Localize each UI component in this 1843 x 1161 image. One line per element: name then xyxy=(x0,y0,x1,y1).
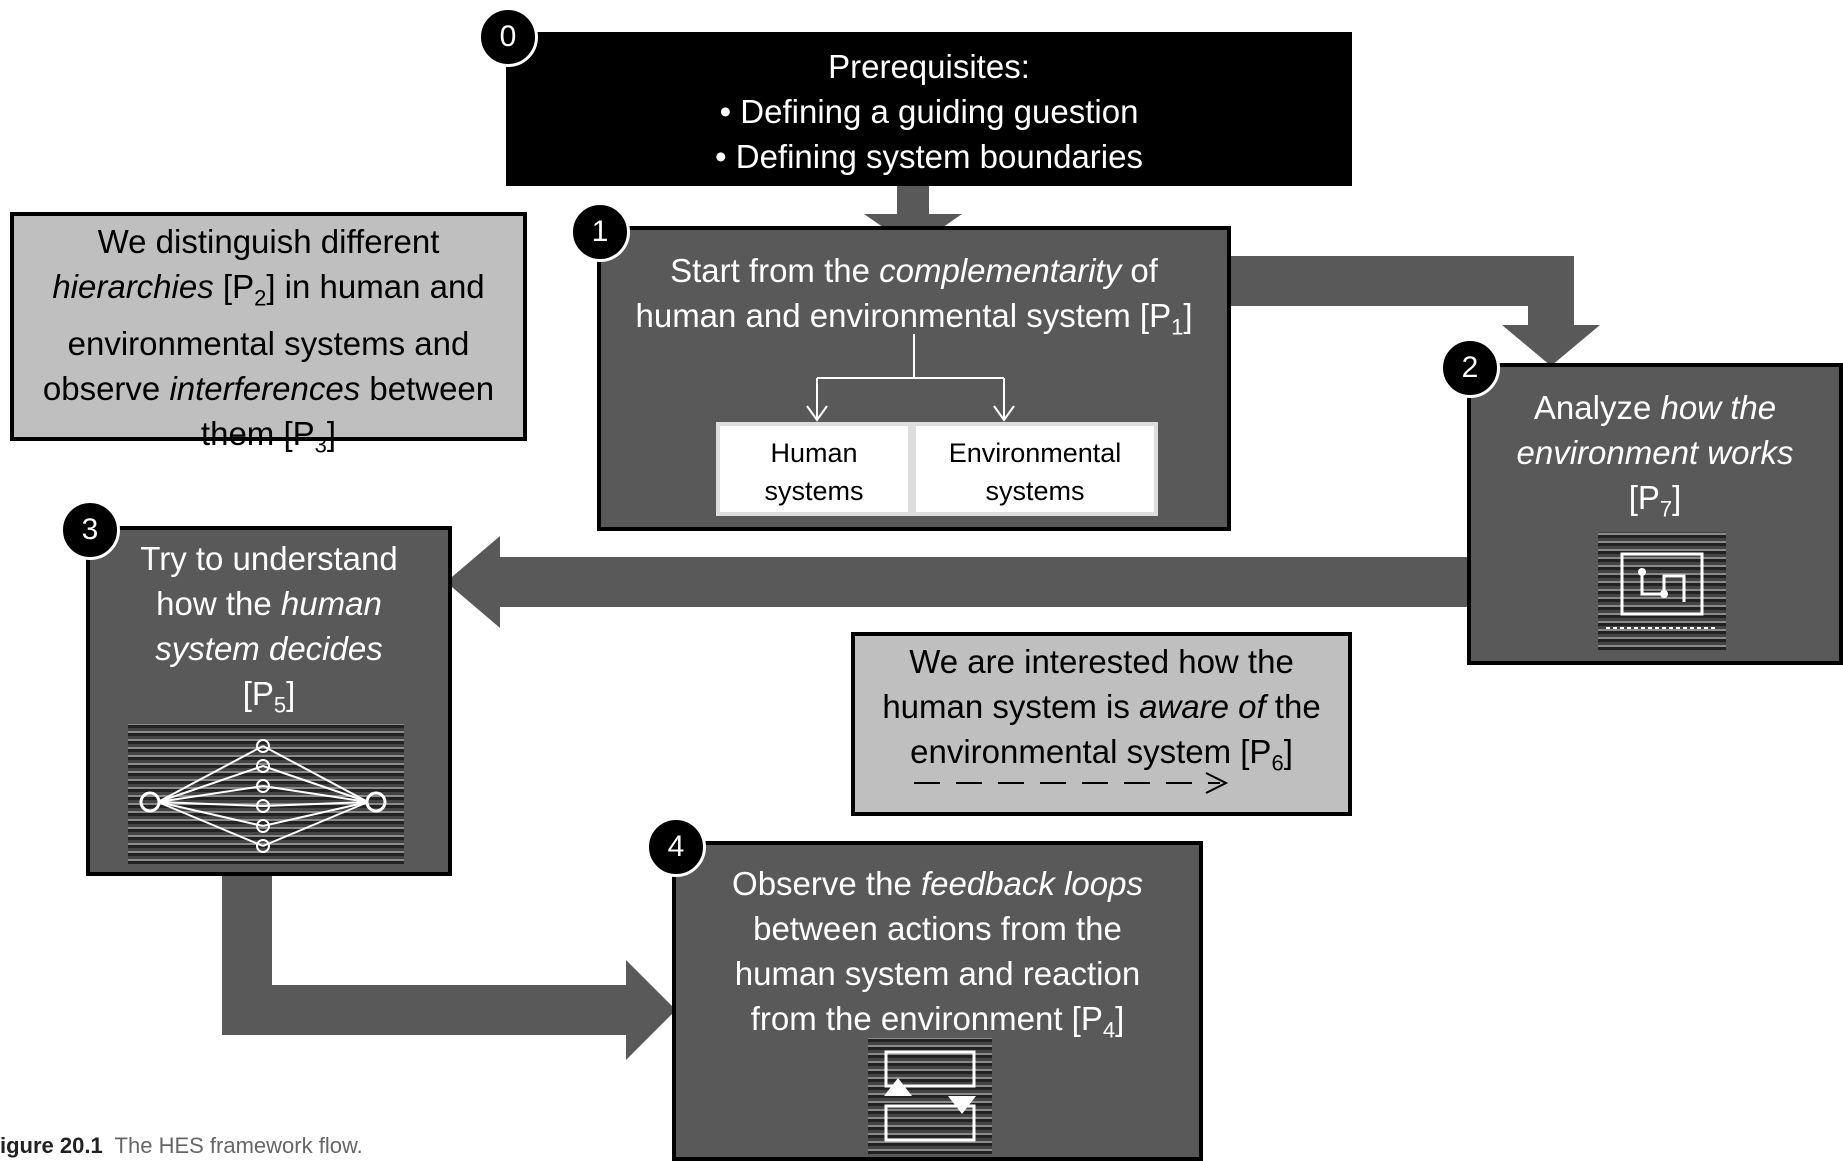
prerequisite-item: • Defining system boundaries xyxy=(715,138,1143,175)
step-number-0: 0 xyxy=(478,7,538,67)
environmental-systems-box: Environmental systems xyxy=(912,422,1158,516)
awareness-note: We are interested how the human system i… xyxy=(851,632,1352,816)
arrow-1-to-2 xyxy=(1226,256,1600,366)
step-number-2: 2 xyxy=(1440,338,1500,398)
hierarchies-note: We distinguish different hierarchies [P2… xyxy=(10,212,527,457)
figure-label: igure 20.1 xyxy=(0,1133,103,1158)
circuit-board-icon xyxy=(1598,532,1726,650)
feedback-loop-icon xyxy=(868,1038,992,1154)
arrow-0-to-1 xyxy=(864,186,962,248)
prerequisites-box: Prerequisites: • Defining a guiding gues… xyxy=(506,32,1352,186)
neural-network-icon xyxy=(128,724,404,864)
prerequisite-item: • Defining a guiding guestion xyxy=(719,93,1139,130)
step-number-3: 3 xyxy=(60,500,120,560)
prerequisites-title: Prerequisites: xyxy=(828,48,1030,85)
human-systems-box: Human systems xyxy=(716,422,912,516)
figure-caption: igure 20.1 The HES framework flow. xyxy=(0,1133,363,1159)
arrow-2-to-3 xyxy=(446,536,1470,628)
step-2-box: Analyze how the environment works [P7] xyxy=(1467,363,1843,665)
figure-caption-text: The HES framework flow. xyxy=(114,1133,363,1158)
step-number-1: 1 xyxy=(570,202,630,262)
arrow-3-to-4 xyxy=(222,873,676,1060)
step-number-4: 4 xyxy=(646,817,706,877)
step-4-box: Observe the feedback loops between actio… xyxy=(672,841,1203,1161)
